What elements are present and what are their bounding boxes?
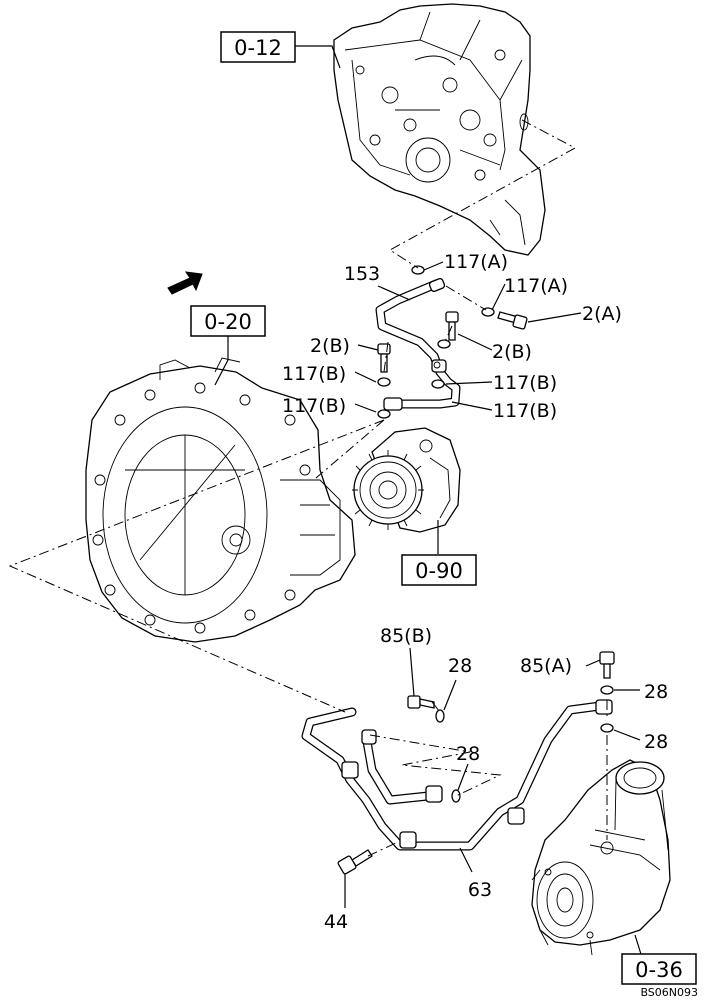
ref-box-0-12[interactable]: 0-12 [220,31,296,63]
timing-case-drawing [333,3,546,256]
callout-117a-upper: 117(A) [444,251,508,273]
ref-label-0-12: 0-12 [234,36,282,60]
callout-28-upper: 28 [448,655,472,677]
callouts: 153 117(A) 117(A) 2(A) 2(B) 2(B) 117(B) … [282,251,668,933]
ref-box-0-90[interactable]: 0-90 [401,554,477,586]
callout-117b-left-lower: 117(B) [282,395,346,417]
callout-63: 63 [468,879,492,901]
ref-box-0-36[interactable]: 0-36 [621,953,697,985]
callout-2b-right: 2(B) [492,341,532,363]
ref-box-0-20[interactable]: 0-20 [190,305,266,337]
ref-label-0-90: 0-90 [415,559,463,583]
callout-85b: 85(B) [380,625,432,647]
ref-label-0-20: 0-20 [204,310,252,334]
callout-85a: 85(A) [520,655,572,677]
callout-28-right-upper: 28 [644,681,668,703]
ref-label-0-36: 0-36 [635,958,683,982]
callout-117a-lower: 117(A) [504,275,568,297]
callout-153: 153 [344,263,380,285]
arrow-icon [167,271,203,295]
callout-117b-left-upper: 117(B) [282,363,346,385]
callout-28-right-lower: 28 [644,731,668,753]
oil-pipe-63 [301,699,613,851]
callout-2a: 2(A) [582,303,622,325]
bolts-and-washers [337,265,615,875]
dashed-guide-lines [8,119,608,857]
injection-pump-gear-drawing [352,427,461,533]
callout-2b-left: 2(B) [310,335,350,357]
callout-117b-right-upper: 117(B) [493,372,557,394]
drawing-code: BS06N093 [640,986,698,999]
flywheel-housing-drawing [85,357,356,643]
leader-lines [214,45,646,968]
callout-44: 44 [324,911,348,933]
turbocharger-drawing [531,759,671,956]
callout-28-middle: 28 [456,743,480,765]
callout-117b-right-lower: 117(B) [493,400,557,422]
